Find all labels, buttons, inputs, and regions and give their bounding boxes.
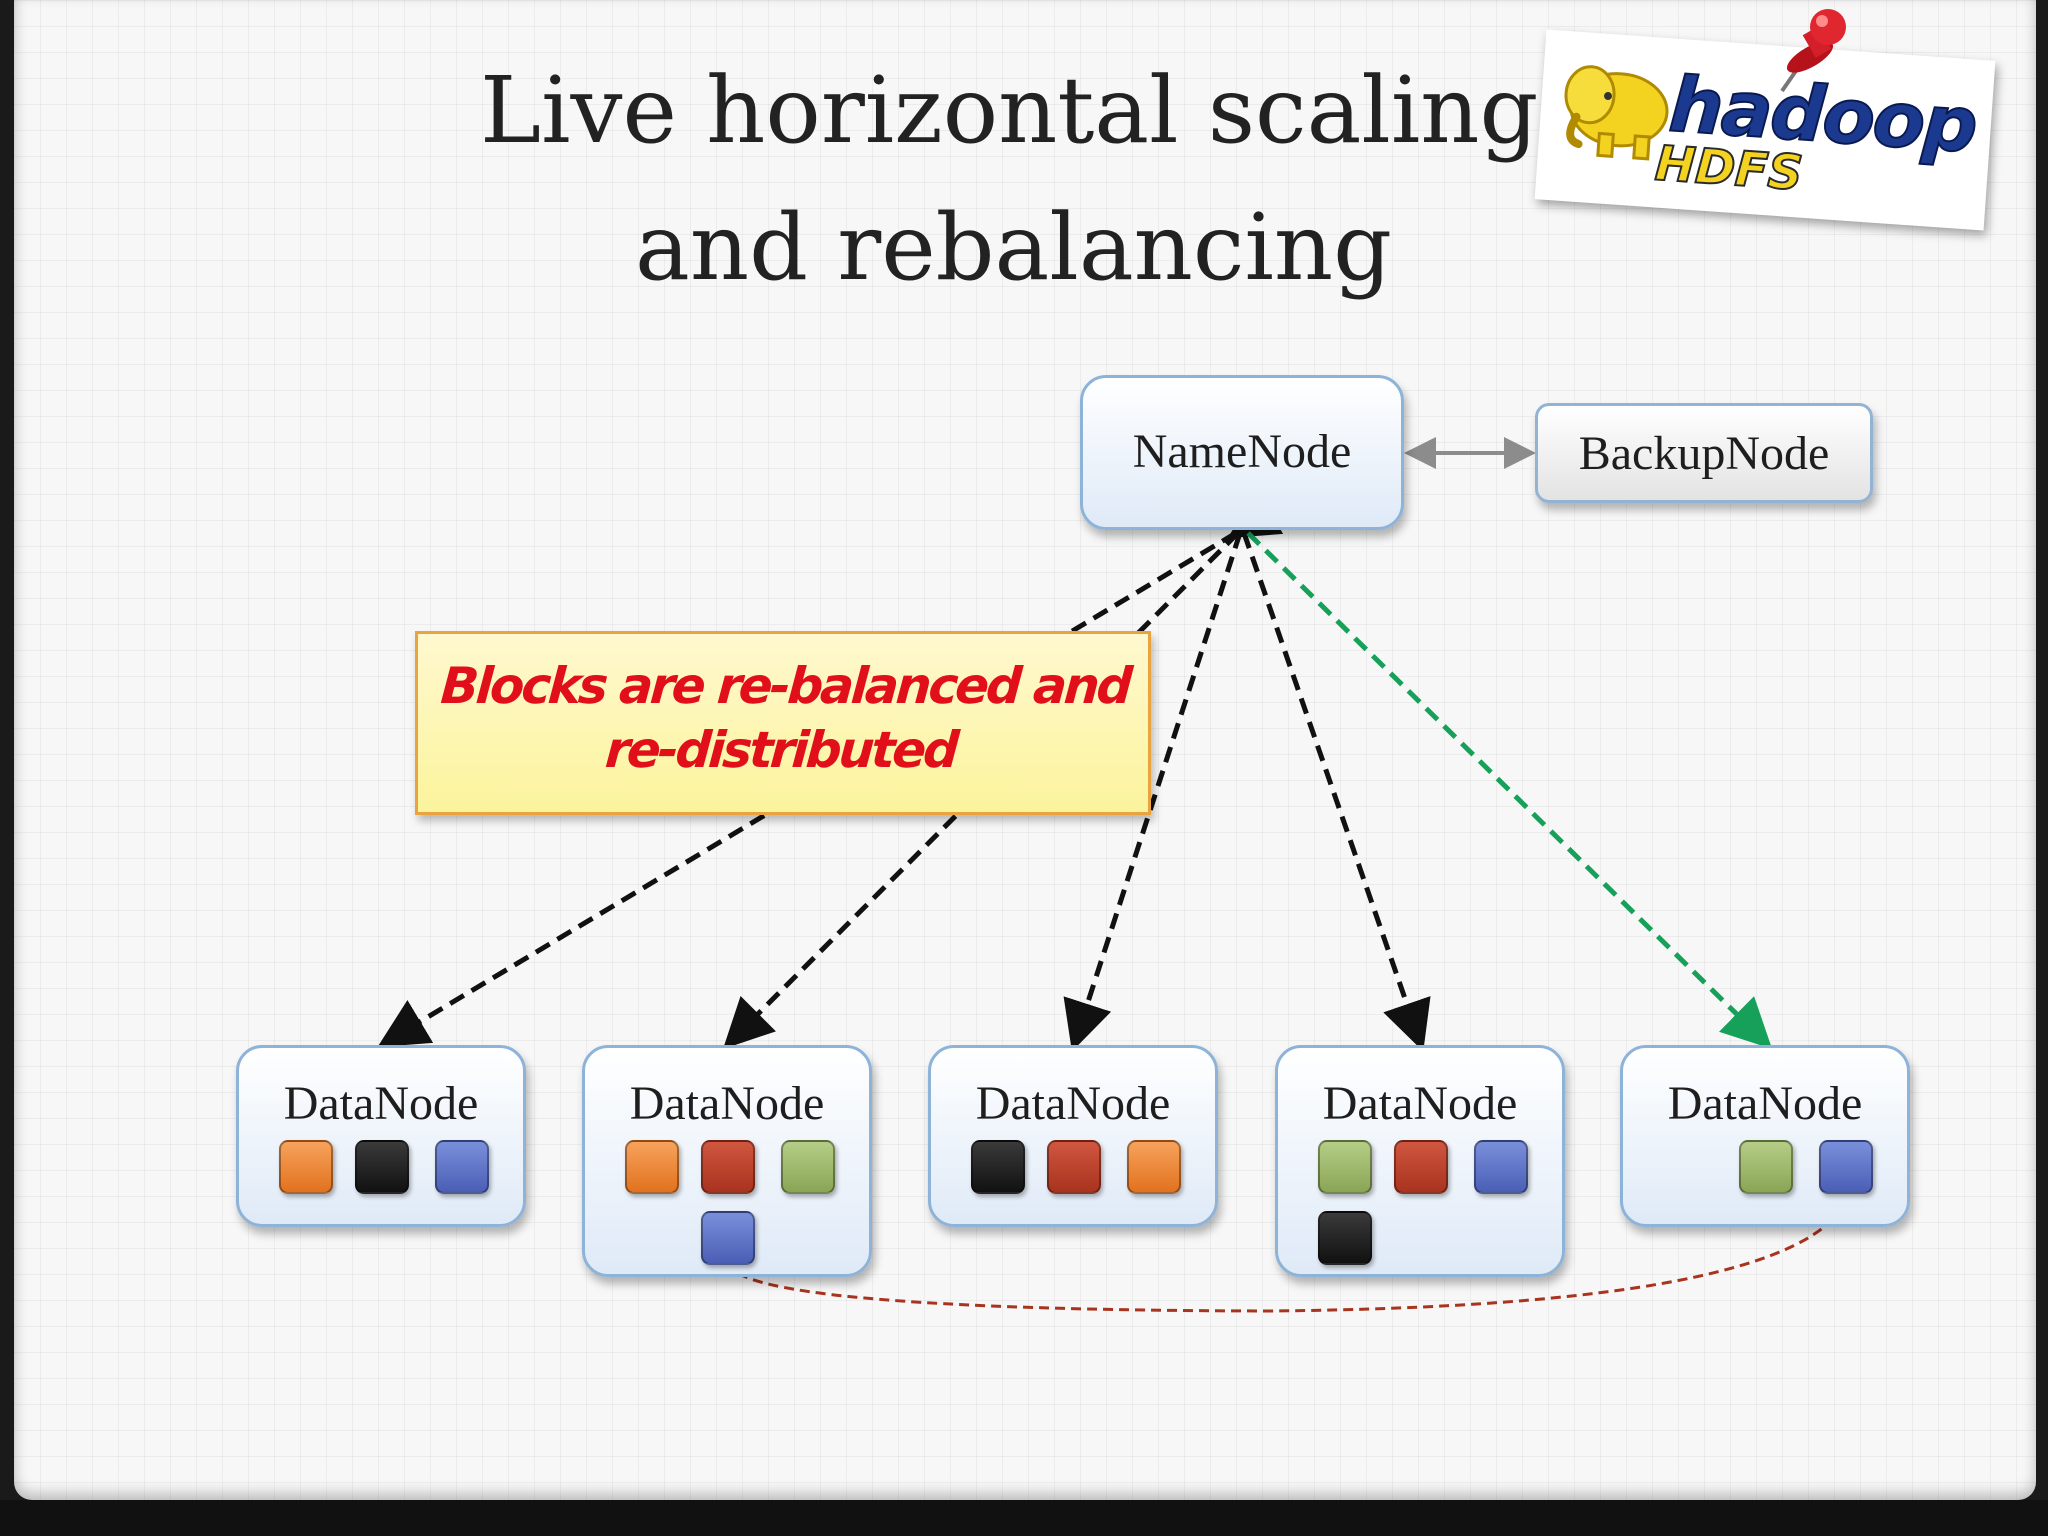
datanode-label: DataNode: [1322, 1077, 1518, 1130]
block-red: [701, 1140, 755, 1194]
slide-title-line-1: Live horizontal scaling: [480, 57, 1539, 164]
block-blue: [1819, 1140, 1873, 1194]
backupnode-label: BackupNode: [1578, 427, 1830, 480]
datanode-label: DataNode: [629, 1077, 825, 1130]
callout-line-2: re-distributed: [603, 721, 959, 779]
datanode-3: DataNode: [928, 1045, 1218, 1227]
block-blue: [435, 1140, 489, 1194]
rebalance-callout: Blocks are re-balanced and re-distribute…: [415, 631, 1151, 815]
pushpin-icon: [1780, 9, 1846, 93]
block-orange: [1127, 1140, 1181, 1194]
namenode-box: NameNode: [1080, 375, 1404, 530]
hadoop-hdfs-logo: hadoop HDFS: [1534, 29, 1996, 231]
callout-line-1: Blocks are re-balanced and: [438, 657, 1132, 715]
slide-title-line-2: and rebalancing: [635, 194, 1393, 301]
bottom-bar: [0, 1500, 2048, 1536]
namenode-label: NameNode: [1132, 425, 1352, 478]
datanode-2: DataNode: [582, 1045, 872, 1277]
block-red: [1394, 1140, 1448, 1194]
block-blue: [701, 1211, 755, 1265]
datanode-label: DataNode: [975, 1077, 1171, 1130]
datanode-1: DataNode: [236, 1045, 526, 1227]
block-orange: [279, 1140, 333, 1194]
callout-text: Blocks are re-balanced and re-distribute…: [434, 654, 1133, 782]
namenode-new-datanode-arrow: [1246, 531, 1773, 1050]
block-black: [971, 1140, 1025, 1194]
datanode-label: DataNode: [1667, 1077, 1863, 1130]
block-green: [781, 1140, 835, 1194]
block-green: [1318, 1140, 1372, 1194]
namenode-datanode-1-arrow: [377, 491, 1284, 1048]
block-green: [1739, 1140, 1793, 1194]
block-black: [355, 1140, 409, 1194]
block-black: [1318, 1211, 1372, 1265]
svg-text:HDFS: HDFS: [1653, 136, 1804, 202]
block-move-arrow: [726, 1192, 1852, 1313]
backupnode-box: BackupNode: [1535, 403, 1873, 503]
namenode-datanode-4-arrow: [1241, 532, 1431, 1052]
block-blue: [1474, 1140, 1528, 1194]
datanode-label: DataNode: [283, 1077, 479, 1130]
block-red: [1047, 1140, 1101, 1194]
namenode-datanode-3-arrow: [1063, 532, 1243, 1052]
datanode-4: DataNode: [1275, 1045, 1565, 1277]
datanode-5: DataNode: [1620, 1045, 1910, 1227]
hadoop-elephant-logo-icon: hadoop HDFS: [1564, 58, 1980, 203]
block-orange: [625, 1140, 679, 1194]
